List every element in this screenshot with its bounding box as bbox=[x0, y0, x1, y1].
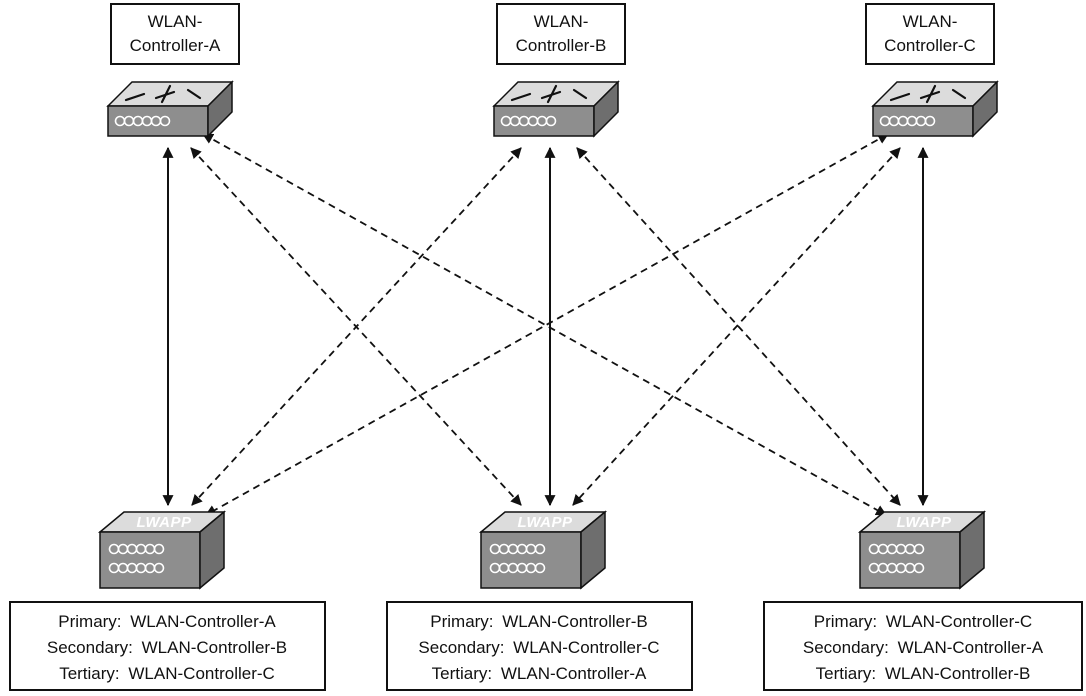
secondary-value: WLAN-Controller-B bbox=[142, 638, 287, 657]
lwapp-access-point-icon: LWAPP bbox=[97, 510, 227, 590]
secondary-row: Secondary: WLAN-Controller-C bbox=[418, 638, 659, 657]
tertiary-label: Tertiary: bbox=[816, 664, 876, 683]
link-controller-c-to-ap-2 bbox=[572, 147, 901, 506]
tertiary-label: Tertiary: bbox=[59, 664, 119, 683]
primary-value: WLAN-Controller-B bbox=[502, 612, 647, 631]
controller-c: WLAN- Controller-C bbox=[865, 3, 999, 138]
controller-label-box bbox=[496, 3, 626, 65]
secondary-row: Secondary: WLAN-Controller-B bbox=[47, 638, 287, 657]
controller-a: WLAN- Controller-A bbox=[106, 3, 240, 138]
controller-label-box bbox=[110, 3, 240, 65]
links-layer bbox=[162, 133, 929, 516]
link-controller-c-to-ap-1 bbox=[205, 133, 889, 516]
ap-config-box bbox=[763, 601, 1083, 691]
primary-label: Primary: bbox=[430, 612, 493, 631]
lwapp-access-point-icon: LWAPP bbox=[478, 510, 608, 590]
secondary-label: Secondary: bbox=[803, 638, 889, 657]
lwapp-badge: LWAPP bbox=[136, 514, 192, 531]
lwapp-access-point-icon: LWAPP bbox=[857, 510, 987, 590]
tertiary-row: Tertiary: WLAN-Controller-A bbox=[432, 664, 647, 683]
wlan-controller-icon bbox=[492, 80, 620, 138]
controller-name-line1: WLAN- bbox=[903, 12, 958, 31]
primary-label: Primary: bbox=[814, 612, 877, 631]
controller-name-line1: WLAN- bbox=[534, 12, 589, 31]
lwapp-badge: LWAPP bbox=[517, 514, 573, 531]
secondary-row: Secondary: WLAN-Controller-A bbox=[803, 638, 1044, 657]
primary-row: Primary: WLAN-Controller-B bbox=[430, 612, 648, 631]
ap-config-box bbox=[9, 601, 326, 691]
tertiary-value: WLAN-Controller-A bbox=[501, 664, 647, 683]
tertiary-value: WLAN-Controller-B bbox=[885, 664, 1030, 683]
secondary-label: Secondary: bbox=[47, 638, 133, 657]
tertiary-value: WLAN-Controller-C bbox=[128, 664, 274, 683]
access-point-2: LWAPP Primary: WLAN-Controller-B Seconda… bbox=[386, 510, 693, 691]
wlan-controller-icon bbox=[106, 80, 234, 138]
primary-value: WLAN-Controller-A bbox=[130, 612, 276, 631]
lwapp-badge: LWAPP bbox=[896, 514, 952, 531]
secondary-value: WLAN-Controller-C bbox=[513, 638, 659, 657]
tertiary-label: Tertiary: bbox=[432, 664, 492, 683]
primary-label: Primary: bbox=[58, 612, 121, 631]
secondary-value: WLAN-Controller-A bbox=[898, 638, 1044, 657]
wlan-controller-icon bbox=[871, 80, 999, 138]
controller-b: WLAN- Controller-B bbox=[492, 3, 626, 138]
tertiary-row: Tertiary: WLAN-Controller-B bbox=[816, 664, 1031, 683]
tertiary-row: Tertiary: WLAN-Controller-C bbox=[59, 664, 275, 683]
ap-config-box bbox=[386, 601, 693, 691]
controller-label-box bbox=[865, 3, 995, 65]
access-point-3: LWAPP Primary: WLAN-Controller-C Seconda… bbox=[763, 510, 1083, 691]
primary-value: WLAN-Controller-C bbox=[886, 612, 1032, 631]
controller-name-line2: Controller-A bbox=[130, 36, 221, 55]
primary-row: Primary: WLAN-Controller-C bbox=[814, 612, 1032, 631]
secondary-label: Secondary: bbox=[418, 638, 504, 657]
access-point-1: LWAPP Primary: WLAN-Controller-A Seconda… bbox=[9, 510, 326, 691]
controller-name-line2: Controller-B bbox=[516, 36, 607, 55]
controller-name-line2: Controller-C bbox=[884, 36, 976, 55]
primary-row: Primary: WLAN-Controller-A bbox=[58, 612, 276, 631]
controller-name-line1: WLAN- bbox=[148, 12, 203, 31]
link-controller-a-to-ap-3 bbox=[202, 133, 887, 516]
